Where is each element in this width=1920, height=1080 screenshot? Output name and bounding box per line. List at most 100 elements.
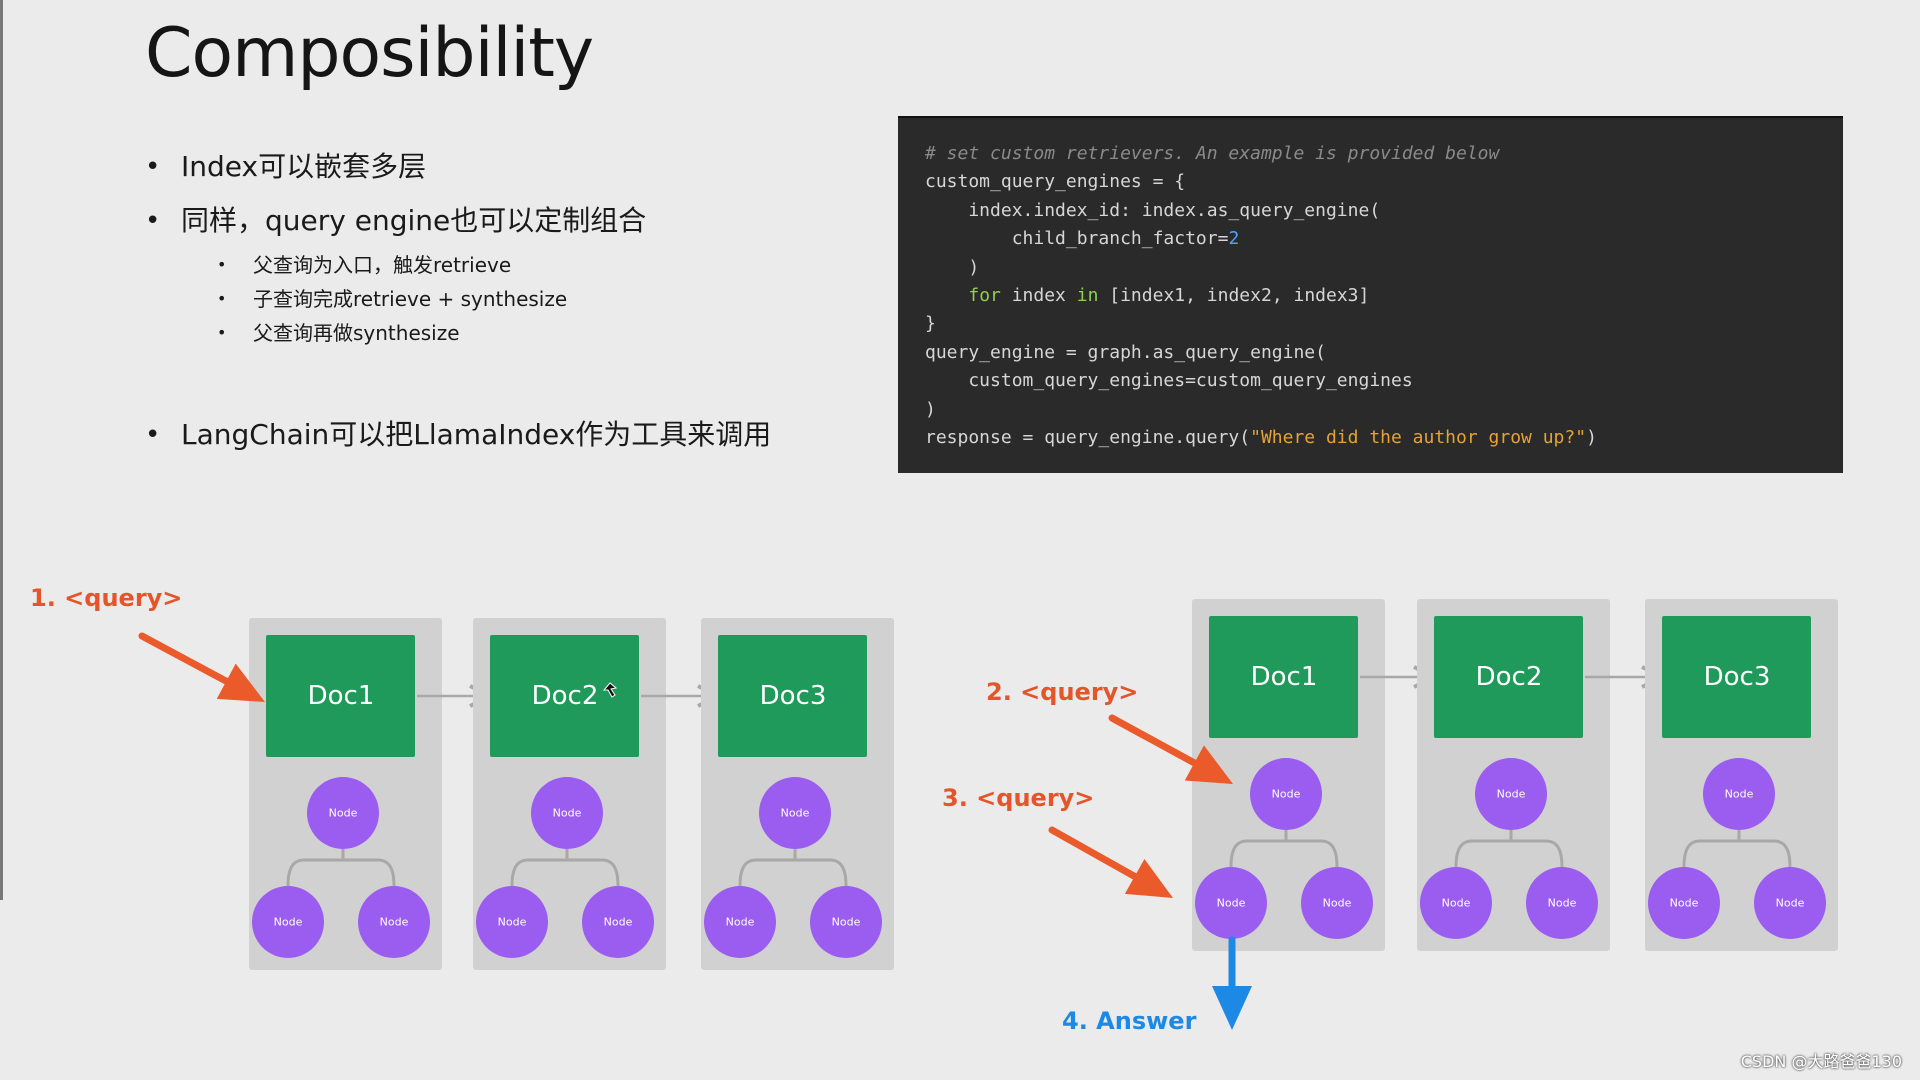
slide-title: Composibility [145,14,594,93]
node-label: Node [1548,897,1577,910]
node-label: Node [380,916,409,929]
code-text: custom_query_engines = { [925,171,1186,193]
doc-box [1209,616,1358,738]
doc-label: Doc2 [1476,662,1543,692]
bullet-list: Index可以嵌套多层 同样，query engine也可以定制组合 父查询为入… [145,140,771,462]
code-text: ) [925,398,936,420]
node-label: Node [1217,897,1246,910]
node-label: Node [1670,897,1699,910]
node-circle [1703,758,1775,830]
code-text: } [925,313,936,335]
node-circle [1195,867,1267,939]
answer-label: 4. Answer [1062,1007,1197,1035]
tree-connector [1682,830,1792,868]
code-line: for index in [index1, index2, index3] [925,282,1843,310]
arrow-shaft [1048,826,1139,880]
node-circle [1754,867,1826,939]
sub-bullet-parent-query: 父查询为入口，触发retrieve [145,248,771,282]
doc-label: Doc2 [532,681,599,711]
doc-label: Doc3 [760,681,827,711]
code-line: custom_query_engines = { [925,168,1843,196]
node-circle [531,777,603,849]
node-label: Node [1323,897,1352,910]
arrow-head [1124,859,1173,898]
doc-box [1434,616,1583,738]
code-line: ) [925,254,1843,282]
node-circle [476,886,548,958]
doc-label: Doc1 [308,681,375,711]
code-text: response = query_engine.query( [925,426,1251,448]
node-circle [704,886,776,958]
node-label: Node [329,807,358,820]
tree-connector [738,849,848,887]
answer-arrow [1212,936,1252,1030]
node-label: Node [498,916,527,929]
tree-connector [1229,830,1339,868]
tree-connector [286,849,396,887]
mouse-cursor-icon [602,682,618,698]
query-1-arrow [138,632,265,702]
node-label: Node [1725,788,1754,801]
code-text: index [1000,284,1077,306]
code-string: "Where did the author grow up?" [1250,426,1587,448]
query-2-label: 2. <query> [986,678,1138,706]
bullet-langchain: LangChain可以把LlamaIndex作为工具来调用 [145,408,771,462]
code-text: ) [925,256,980,278]
node-label: Node [781,807,810,820]
node-circle [810,886,882,958]
arrow-shaft [138,632,230,685]
sub-bullet-child-query: 子查询完成retrieve + synthesize [145,282,771,316]
tree-connector [1454,830,1564,868]
code-text: child_branch_factor= [925,228,1229,250]
node-label: Node [832,916,861,929]
query-3-label: 3. <query> [942,784,1094,812]
arrow-head [1212,986,1252,1030]
code-line: response = query_engine.query("Where did… [925,424,1843,452]
tree-connector [510,849,620,887]
node-circle [582,886,654,958]
node-label: Node [1497,788,1526,801]
node-label: Node [726,916,755,929]
bullet-query-engine: 同样，query engine也可以定制组合 [145,194,771,248]
code-line: custom_query_engines=custom_query_engine… [925,367,1843,395]
code-keyword: in [1076,284,1099,306]
code-number: 2 [1228,228,1240,250]
query-arrows [138,632,1252,1030]
node-circle [1250,758,1322,830]
code-text: [index1, index2, index3] [1098,284,1370,306]
node-circle [1301,867,1373,939]
code-text: custom_query_engines=custom_query_engine… [925,370,1413,392]
sub-bullet-parent-synthesize: 父查询再做synthesize [145,316,771,350]
node-circle [252,886,324,958]
code-text: query_engine = graph.as_query_engine( [925,341,1326,363]
query-3-arrow [1048,826,1173,898]
node-label: Node [1776,897,1805,910]
query-1-label: 1. <query> [30,584,182,612]
doc-box [266,635,415,757]
node-label: Node [553,807,582,820]
code-block: # set custom retrievers. An example is p… [898,116,1843,473]
doc-box [718,635,867,757]
left-edge-bar [0,0,3,900]
node-circle [1648,867,1720,939]
node-circle [307,777,379,849]
node-label: Node [1272,788,1301,801]
code-keyword: for [968,284,1001,306]
bullet-index-nesting: Index可以嵌套多层 [145,140,771,194]
doc-label: Doc1 [1251,662,1318,692]
node-label: Node [604,916,633,929]
watermark: CSDN @大路爸爸130 [1740,1052,1902,1071]
node-circle [358,886,430,958]
code-line: child_branch_factor=2 [925,225,1843,253]
node-label: Node [274,916,303,929]
code-line: query_engine = graph.as_query_engine( [925,339,1843,367]
code-line: # set custom retrievers. An example is p… [925,140,1843,168]
code-comment: # set custom retrievers. An example is p… [925,143,1500,164]
